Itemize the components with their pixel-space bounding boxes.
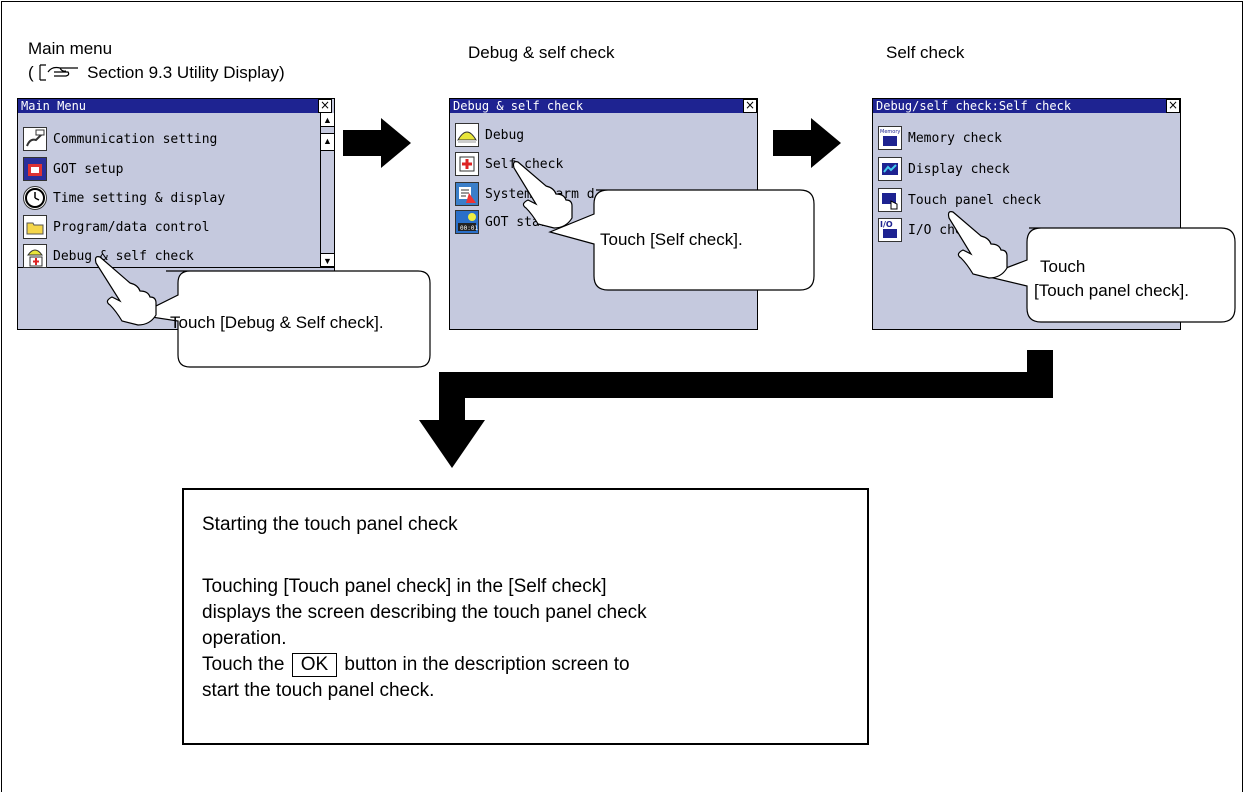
menu-item-label: Communication setting — [53, 131, 218, 147]
scrollbar[interactable]: ▲ ▲ ▼ — [320, 113, 334, 267]
arrow-right-icon — [773, 118, 841, 168]
debug-self-check-caption: Debug & self check — [468, 43, 615, 62]
debug-helmet-icon — [455, 123, 479, 147]
callout-bubble — [94, 256, 431, 368]
system-alarm-icon — [455, 182, 479, 206]
menu-item-label: Time setting & display — [53, 190, 226, 206]
scroll-thumb[interactable]: ▲ — [321, 133, 334, 151]
pointing-hand-icon — [94, 256, 157, 326]
scroll-up-icon[interactable]: ▲ — [321, 113, 334, 127]
paren-open: ( — [28, 63, 34, 82]
clock-icon — [23, 186, 47, 210]
menu-item-debug[interactable]: Debug — [455, 122, 524, 148]
scroll-down-icon[interactable]: ▼ — [321, 253, 334, 267]
menu-item-label: Program/data control — [53, 219, 210, 235]
self-check-icon — [455, 152, 479, 176]
callout-text-debug: Touch [Debug & Self check]. — [170, 313, 384, 332]
description-body: Touching [Touch panel check] in the [Sel… — [202, 574, 842, 704]
memory-icon: Memory — [878, 126, 902, 150]
menu-item-time-setting[interactable]: Time setting & display — [23, 185, 225, 211]
menu-item-label: Display check — [908, 161, 1010, 177]
menu-item-memory-check[interactable]: Memory Memory check — [878, 125, 1002, 151]
main-menu-caption: Main menu — [28, 39, 113, 58]
svg-text:I/O: I/O — [880, 220, 893, 229]
debug-icon — [23, 244, 47, 268]
callout-text-touch-panel: [Touch panel check]. — [1034, 281, 1189, 300]
svg-text:00:01: 00:01 — [460, 225, 478, 232]
description-line: operation. — [202, 628, 287, 649]
pointing-hand-icon — [512, 161, 573, 229]
callout-bubble — [512, 161, 815, 291]
menu-item-display-check[interactable]: Display check — [878, 156, 1010, 182]
section-reference: ( Section 9.3 Utility Display) — [28, 63, 285, 83]
io-icon: I/O — [878, 218, 902, 242]
menu-item-program-data[interactable]: Program/data control — [23, 214, 210, 240]
menu-item-label: Self check — [485, 156, 564, 172]
callout-text-self-check: Touch [Self check]. — [600, 230, 743, 249]
menu-item-label: GOT setup — [53, 161, 124, 177]
callout-text-touch: Touch — [1040, 257, 1086, 276]
menu-item-label: Debug — [485, 127, 525, 143]
display-icon — [878, 157, 902, 181]
description-line: start the touch panel check. — [202, 680, 435, 701]
description-title: Starting the touch panel check — [202, 514, 458, 535]
got-start-icon: 00:01 — [455, 210, 479, 234]
self-check-caption: Self check — [886, 43, 965, 62]
close-icon[interactable]: × — [318, 98, 332, 113]
ok-button: OK — [291, 653, 338, 677]
close-icon[interactable]: × — [1166, 98, 1180, 113]
main-menu-title: Main Menu — [18, 99, 318, 113]
section-ref-text: Section 9.3 Utility Display) — [87, 63, 285, 82]
description-box: Starting the touch panel check Touching … — [182, 488, 869, 745]
folder-icon — [23, 215, 47, 239]
menu-item-label: Debug & self check — [53, 248, 194, 264]
touch-panel-icon — [878, 188, 902, 212]
elbow-arrow-icon — [419, 350, 1053, 468]
pointing-hand-icon — [947, 211, 1008, 279]
menu-item-touch-panel-check[interactable]: Touch panel check — [878, 187, 1041, 213]
button-instruction-text: button in the description screen to — [344, 654, 630, 675]
reference-hand-icon — [39, 64, 79, 81]
arrow-right-icon — [343, 118, 411, 168]
close-icon[interactable]: × — [743, 98, 757, 113]
touch-the-text: Touch the — [202, 654, 285, 675]
divider — [18, 267, 334, 268]
menu-item-debug[interactable]: Debug & self check — [23, 243, 194, 269]
communication-icon — [23, 127, 47, 151]
callout-bubble — [947, 211, 1236, 323]
debug-screen-title: Debug & self check — [450, 99, 743, 113]
got-setup-icon — [23, 157, 47, 181]
menu-item-label: Touch panel check — [908, 192, 1042, 208]
description-line: displays the screen describing the touch… — [202, 602, 647, 623]
menu-item-communication[interactable]: Communication setting — [23, 126, 217, 152]
self-check-screen-title: Debug/self check:Self check — [873, 99, 1166, 113]
svg-text:Memory: Memory — [880, 129, 900, 135]
description-line: Touch the OK button in the description s… — [202, 652, 842, 678]
description-line: Touching [Touch panel check] in the [Sel… — [202, 576, 607, 597]
menu-item-label: Memory check — [908, 130, 1002, 146]
menu-item-got-setup[interactable]: GOT setup — [23, 156, 123, 182]
menu-item-self-check[interactable]: Self check — [455, 151, 563, 177]
main-menu-screen: Main Menu × ▲ ▲ ▼ Communication setting … — [17, 98, 335, 330]
